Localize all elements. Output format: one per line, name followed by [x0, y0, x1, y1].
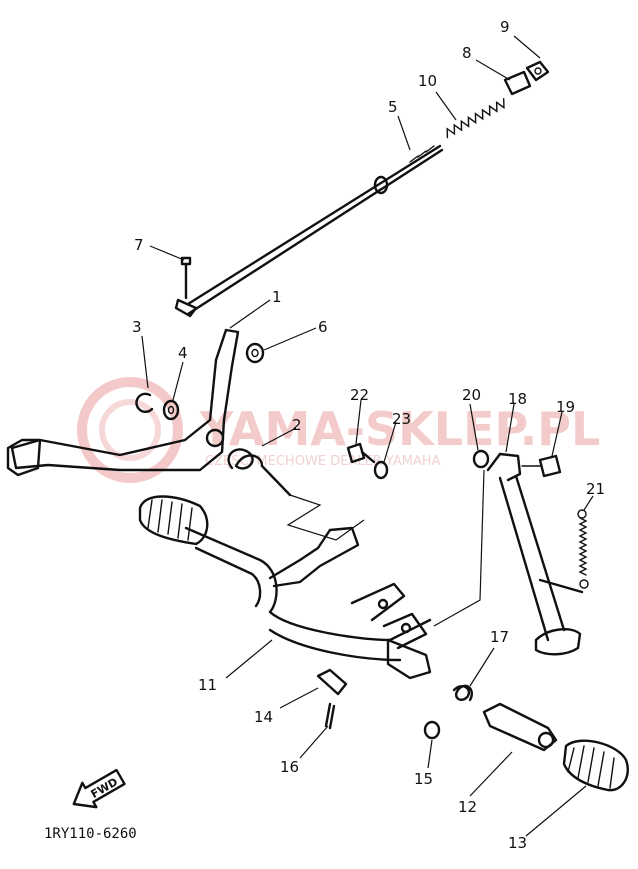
callout-3: 3 [132, 318, 142, 336]
leader-lines [141, 35, 594, 837]
part-4-washer [162, 399, 180, 421]
part-18-side-stand [486, 452, 584, 656]
callout-6: 6 [318, 318, 328, 336]
callout-7: 7 [134, 236, 144, 254]
callout-23: 23 [392, 410, 411, 428]
part-3-clip [135, 392, 154, 413]
callout-22: 22 [350, 386, 369, 404]
callout-19: 19 [556, 398, 575, 416]
callout-1: 1 [272, 288, 282, 306]
part-14-pin [316, 668, 348, 696]
callout-2: 2 [292, 416, 302, 434]
part-12-footpeg-pin [482, 702, 558, 752]
callout-labels: 9 8 10 5 7 1 3 6 4 22 20 18 19 23 2 21 1… [132, 18, 605, 852]
callout-13: 13 [508, 834, 527, 852]
part-5-brake-rod [186, 144, 444, 316]
part-16-cotter-pin [324, 702, 336, 730]
part-8-joint [503, 70, 532, 96]
watermark-subtext: CZĘŚCI MECHOWE DEALER YAMAHA [205, 453, 441, 469]
fwd-label: FWD [89, 775, 120, 801]
part-15-washer [423, 720, 441, 740]
part-7-pin [174, 256, 198, 318]
callout-21: 21 [586, 480, 605, 498]
callout-15: 15 [414, 770, 433, 788]
callout-14: 14 [254, 708, 273, 726]
part-11-footrest-bar [184, 526, 432, 680]
callout-9: 9 [500, 18, 510, 36]
callout-18: 18 [508, 390, 527, 408]
part-6-washer [245, 342, 265, 364]
part-17-spring [452, 684, 473, 702]
callout-11: 11 [198, 676, 217, 694]
callout-10: 10 [418, 72, 437, 90]
part-10-spring [446, 97, 505, 139]
leader-stand-bracket [433, 469, 485, 627]
footpeg-rubber-left [138, 495, 209, 546]
callout-4: 4 [178, 344, 188, 362]
part-9-cable-clip [525, 60, 550, 82]
part-20-washer [472, 449, 490, 469]
callout-20: 20 [462, 386, 481, 404]
part-21-stand-spring [577, 509, 589, 589]
part-2-return-spring [227, 448, 365, 541]
part-23-washer [373, 460, 389, 480]
watermark-logo-icon [77, 377, 183, 483]
part-22-bolt [346, 442, 376, 464]
callout-16: 16 [280, 758, 299, 776]
watermark: YAMA-SKLEP.PL CZĘŚCI MECHOWE DEALER YAMA… [77, 377, 600, 483]
callout-5: 5 [388, 98, 398, 116]
callout-12: 12 [458, 798, 477, 816]
diagram-code: 1RY110-6260 [44, 826, 137, 842]
watermark-text: YAMA-SKLEP.PL [199, 402, 600, 456]
part-19-bolt [521, 454, 562, 478]
callout-8: 8 [462, 44, 472, 62]
fwd-arrow-icon: FWD [72, 768, 126, 809]
part-13-footpeg-rubber [562, 739, 629, 792]
callout-17: 17 [490, 628, 509, 646]
part-1-brake-pedal [6, 328, 240, 477]
